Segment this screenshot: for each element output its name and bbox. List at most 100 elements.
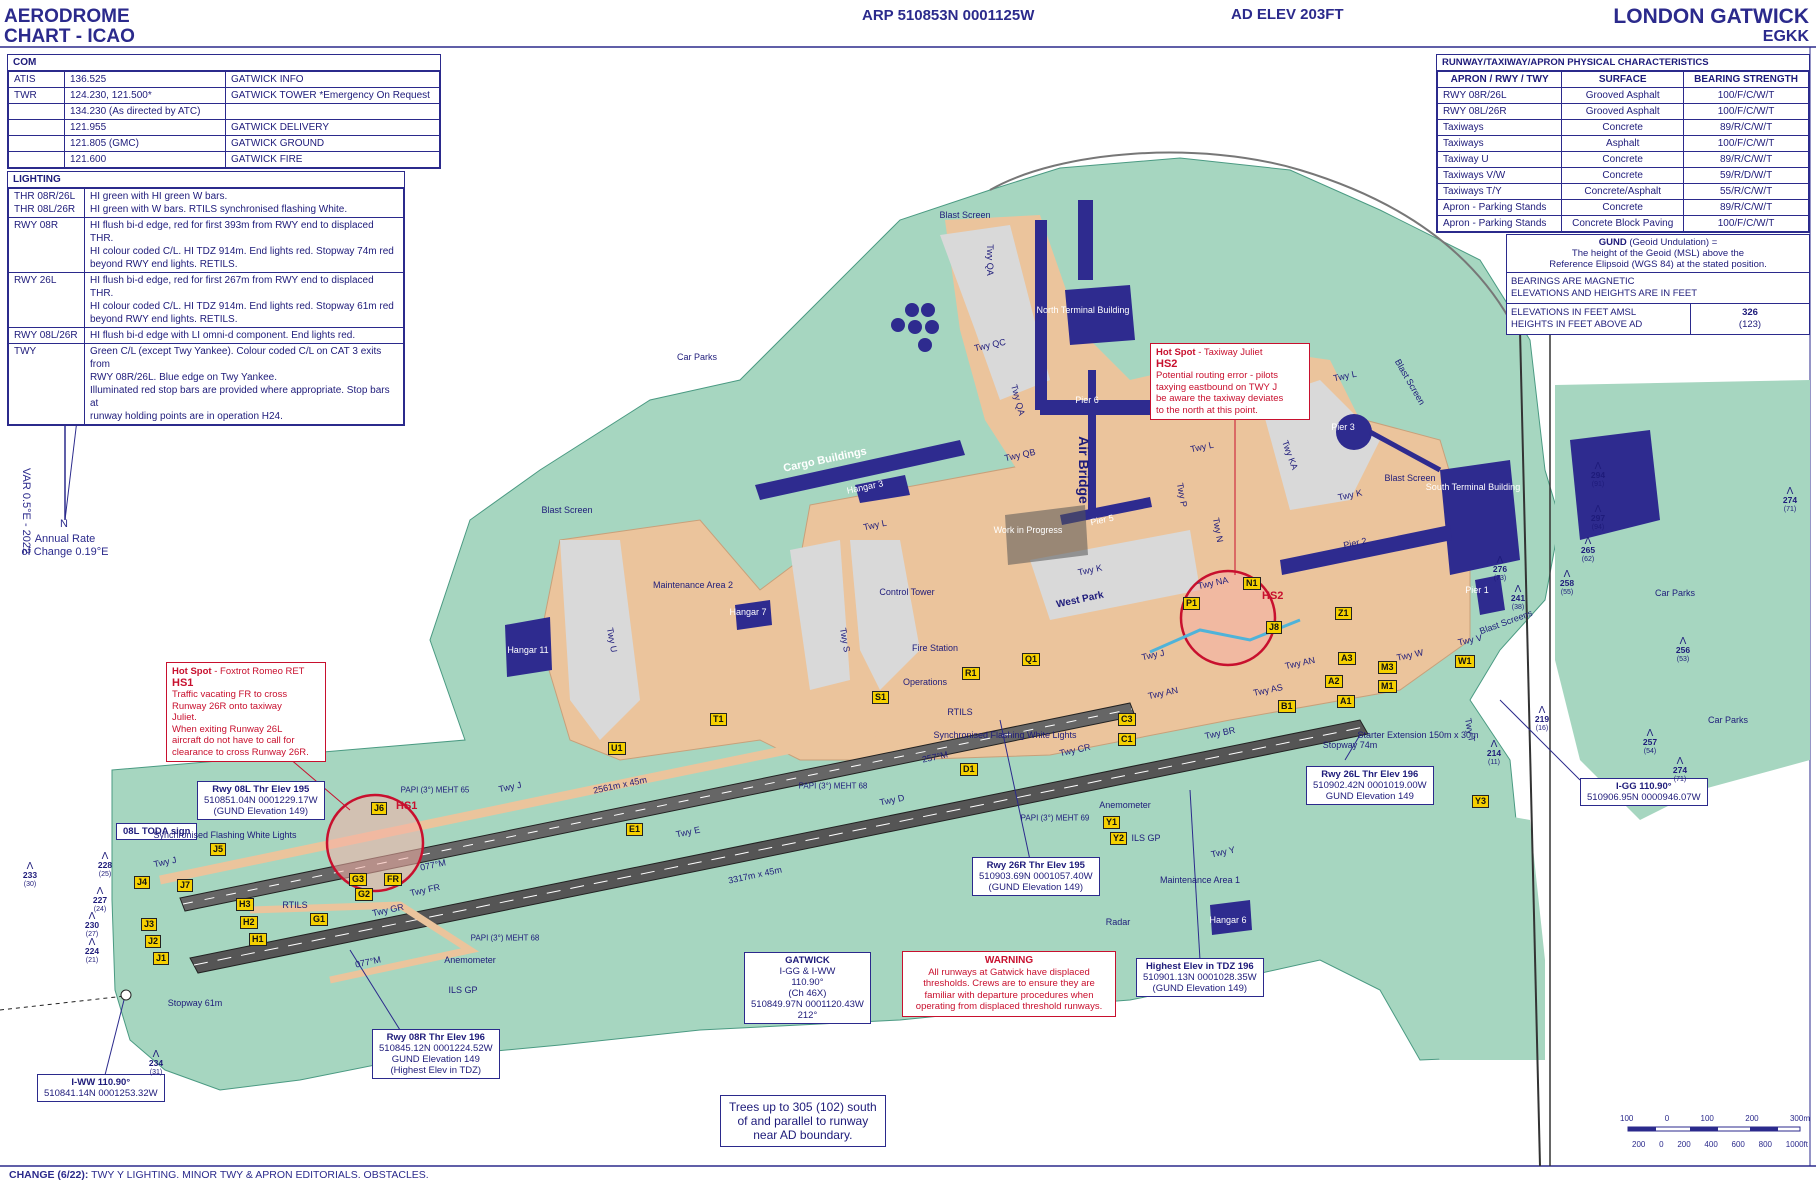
phys-cell: 55/R/C/W/T [1683,183,1809,200]
holding-point-tag: M3 [1378,661,1397,674]
obstacle-height: (54) [1643,748,1657,755]
databox-line: 510902.42N 0001019.00W [1313,780,1427,791]
phys-cell: 100/F/C/W/T [1683,103,1809,120]
databox-line: (GUND Elevation 149) [988,882,1084,893]
cargo-buildings [755,440,965,500]
phys-header: APRON / RWY / TWY [1436,71,1563,88]
com-frequency: 121.600 [64,151,226,168]
obstacle-elevation: 230 [84,920,100,930]
obstacle-height: (38) [1511,604,1525,611]
databox-line: 212° [797,1010,818,1021]
lighting-key: TWY [8,343,85,425]
obstacle-height: (91) [1591,481,1605,488]
databox-toda: 08L TODA sign [116,823,198,840]
arp-coordinates: ARP 510853N 0001125W [862,7,1035,24]
map-label: Blast Screen [1384,473,1436,483]
databox-line: Rwy 08R Thr Elev 196 [386,1032,485,1043]
obstacle-height: (73) [1493,575,1507,582]
databox-line: 510841.14N 0001253.32W [44,1088,158,1099]
lighting-key: THR 08R/26L THR 08L/26R [8,188,85,218]
holding-point-tag: P1 [1183,597,1201,610]
holding-point-tag: Z1 [1335,607,1352,620]
com-service: ATIS [8,71,65,88]
databox-line: 510849.97N 0001120.43W [751,999,864,1010]
holding-point-tag: E1 [626,823,644,836]
obstacle-elevation: 257 [1642,737,1658,747]
holding-point-tag: Y1 [1103,816,1121,829]
scale-tick: 0 [1659,1140,1664,1149]
databox-line: GATWICK [785,955,830,966]
obstacle-elevation: 233 [22,870,38,880]
com-frequency: 134.230 (As directed by ATC) [64,103,226,120]
phys-cell: 89/R/C/W/T [1683,199,1809,216]
phys-cell: 100/F/C/W/T [1683,135,1809,152]
holding-point-tag: R1 [962,667,980,680]
map-label: PAPI (3°) MEHT 69 [1020,813,1090,823]
holding-point-tag: H2 [240,916,258,929]
obstacle-elevation: 214 [1486,748,1502,758]
map-label: Radar [1105,917,1131,927]
obstacle-height: (24) [93,906,107,913]
obstacle-height: (31) [149,1069,163,1076]
holding-point-tag: Q1 [1022,653,1041,666]
lighting-value: HI flush bi-d edge, red for first 267m f… [84,272,404,328]
obstacle-icon: Λ [1538,705,1546,716]
com-name: GATWICK FIRE [225,151,440,168]
hotspot-hs1-box: Hot Spot - Foxtrot Romeo RET HS1 Traffic… [166,662,326,762]
phys-cell: RWY 08R/26L [1436,87,1563,104]
lighting-key: RWY 26L [8,272,85,328]
phys-cell: Concrete/Asphalt [1561,183,1685,200]
scale-tick: 100 [1620,1114,1634,1123]
icao-code: EGKK [1762,28,1809,45]
databox-line: Highest Elev in TDZ 196 [1145,961,1254,972]
holding-point-tag: S1 [872,691,890,704]
com-name: GATWICK GROUND [225,135,440,152]
lighting-value: Green C/L (except Twy Yankee). Colour co… [84,343,404,425]
holding-point-tag: J2 [145,935,162,948]
obstacle-icon: Λ [152,1049,160,1060]
obstacle-elevation: 274 [1672,765,1688,775]
change-note: CHANGE (6/22): TWY Y LIGHTING. MINOR TWY… [9,1169,429,1181]
databox-line: 510851.04N 0001229.17W [204,795,318,806]
databox-line: 510906.95N 0000946.07W [1587,792,1701,803]
holding-point-tag: T1 [710,713,727,726]
map-label: ILS GP [1131,833,1161,843]
obstacle-height: (53) [1676,656,1690,663]
databox-line: 510903.69N 0001057.40W [979,871,1093,882]
obstacle-height: (27) [85,931,99,938]
lighting-key: RWY 08R [8,217,85,273]
map-label: Blast Screen [939,210,991,220]
holding-point-tag: Y2 [1110,832,1128,845]
phys-cell: 59/R/D/W/T [1683,167,1809,184]
hotspot-hs1-circle [325,793,425,893]
obstacle-elevation: 228 [97,860,113,870]
phys-cell: Taxiways T/Y [1436,183,1563,200]
scale-tick: 1000ft [1785,1140,1808,1149]
hs1-map-label: HS1 [396,800,418,812]
obstacle-height: (55) [1560,589,1574,596]
holding-point-tag: A2 [1325,675,1343,688]
hs2-map-label: HS2 [1262,590,1284,602]
obstacle-icon: Λ [1646,728,1654,739]
databox-line: GUND Elevation 149 [391,1054,480,1065]
databox-line: I-WW 110.90° [71,1077,131,1088]
obstacle-elevation: 219 [1534,714,1550,724]
com-frequency: 136.525 [64,71,226,88]
com-name: GATWICK DELIVERY [225,119,440,136]
obstacle-elevation: 297 [1590,513,1606,523]
